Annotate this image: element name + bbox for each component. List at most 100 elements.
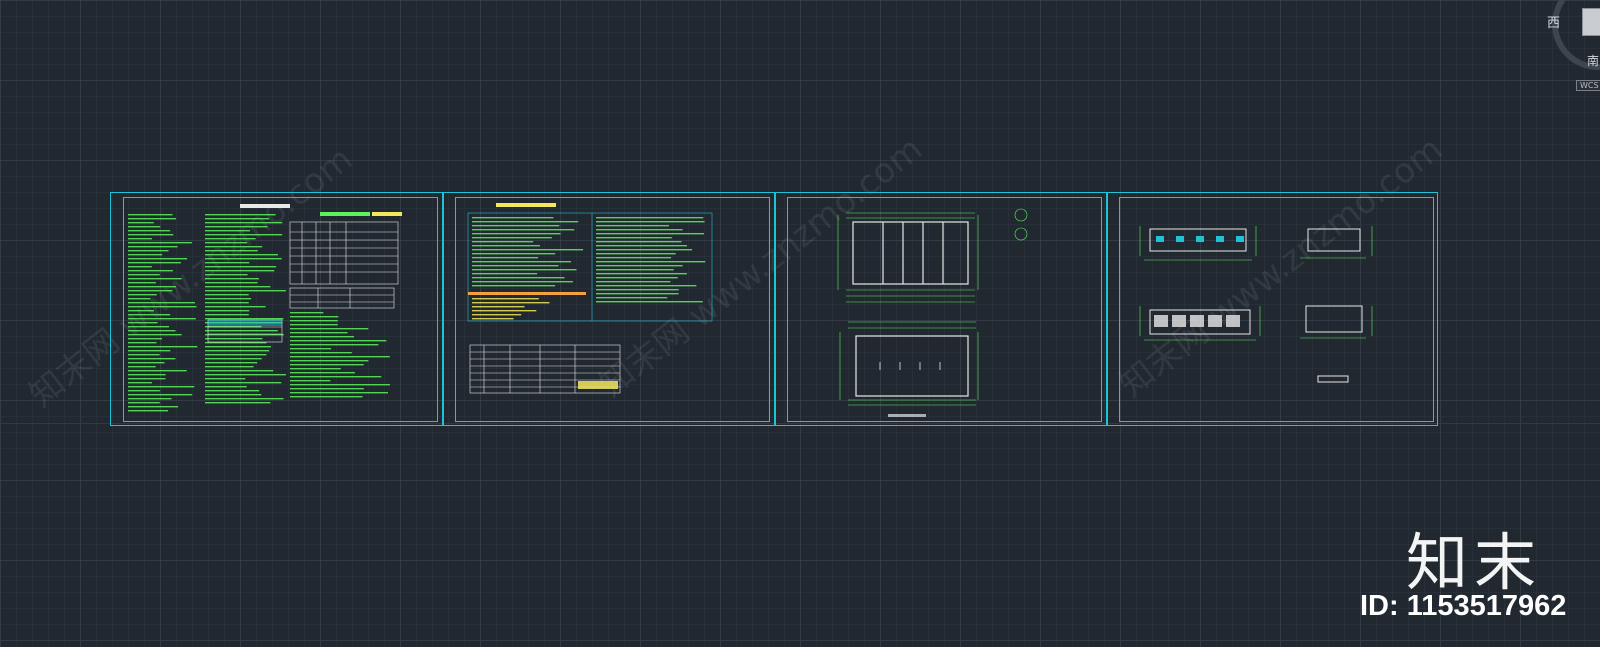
note-line [128, 342, 157, 344]
note-line [290, 376, 382, 378]
note-line [128, 334, 182, 336]
note-line [205, 282, 258, 284]
note-line [472, 285, 556, 287]
note-line [128, 402, 160, 404]
note-line [205, 238, 256, 240]
note-line [128, 314, 171, 316]
note-line [128, 294, 157, 296]
viewcube[interactable]: 西 南 WCS [1547, 0, 1600, 91]
viewcube-face[interactable] [1582, 8, 1600, 36]
note-line [290, 364, 364, 366]
note-line [205, 274, 248, 276]
note-line [596, 237, 672, 239]
note-line [128, 382, 152, 384]
note-line [596, 217, 704, 219]
note-line [128, 286, 176, 288]
note-line [472, 233, 561, 235]
note-line [128, 246, 178, 248]
note-line [128, 230, 171, 232]
sheet-border-3 [787, 197, 1102, 422]
note-line [472, 273, 538, 275]
note-line [472, 314, 522, 316]
id-watermark: ID: 1153517962 [1360, 590, 1567, 622]
note-line [596, 281, 671, 283]
note-line [205, 402, 271, 404]
note-line [128, 406, 179, 408]
note-line [596, 241, 682, 243]
note-line [596, 225, 669, 227]
note-line [205, 394, 262, 396]
note-line [128, 338, 162, 340]
note-line [472, 265, 559, 267]
note-line [596, 273, 687, 275]
note-line [290, 320, 338, 322]
note-line [290, 328, 369, 330]
note-line [596, 293, 679, 295]
sheet-frame-1[interactable] [110, 192, 444, 426]
note-line [472, 257, 539, 259]
note-line [128, 298, 151, 300]
note-line [128, 358, 176, 360]
viewcube-south-label[interactable]: 南 [1587, 54, 1600, 68]
sheet-frame-4[interactable] [1106, 192, 1438, 426]
note-line [205, 250, 258, 252]
note-line [472, 253, 556, 255]
note-line [205, 214, 276, 216]
note-line [472, 298, 539, 300]
note-line [205, 230, 251, 232]
note-line [205, 390, 260, 392]
note-line [128, 346, 198, 348]
note-line [128, 214, 173, 216]
brand-watermark: 知末 [1406, 526, 1543, 599]
note-line [205, 302, 249, 304]
note-line [596, 249, 693, 251]
note-line [205, 314, 249, 316]
note-line [128, 362, 165, 364]
note-line [290, 360, 369, 362]
note-line [290, 336, 354, 338]
note-line [128, 250, 169, 252]
note-line [290, 388, 364, 390]
note-line [205, 362, 258, 364]
note-line [128, 234, 174, 236]
note-line [290, 368, 341, 370]
note-line [128, 270, 173, 272]
note-line [128, 278, 182, 280]
sheet-frame-2[interactable] [442, 192, 776, 426]
sheet-frame-3[interactable] [774, 192, 1108, 426]
wcs-menu[interactable]: WCS [1576, 80, 1600, 91]
note-line [290, 348, 332, 350]
note-line [472, 281, 573, 283]
note-line [472, 310, 537, 312]
note-line [128, 310, 154, 312]
note-line [128, 322, 158, 324]
note-line [128, 258, 188, 260]
note-line [128, 226, 161, 228]
note-line [205, 242, 248, 244]
note-line [205, 378, 246, 380]
note-line [128, 398, 172, 400]
note-line [596, 285, 697, 287]
note-line [128, 242, 192, 244]
note-line [205, 330, 278, 332]
note-line [472, 249, 584, 251]
note-line [290, 332, 348, 334]
note-line [128, 254, 163, 256]
note-line [596, 277, 678, 279]
note-line [205, 382, 282, 384]
note-line [290, 312, 324, 314]
note-line [290, 344, 379, 346]
note-line [128, 354, 160, 356]
viewcube-west-label[interactable]: 西 [1547, 16, 1561, 31]
note-line [128, 274, 160, 276]
sheet-border-1 [123, 197, 438, 422]
note-line [290, 372, 355, 374]
note-line [128, 326, 169, 328]
note-line [472, 269, 577, 271]
note-line [290, 384, 390, 386]
note-line [596, 265, 683, 267]
note-line [205, 374, 286, 376]
note-line [128, 378, 166, 380]
note-line [205, 294, 249, 296]
note-line [290, 392, 388, 394]
